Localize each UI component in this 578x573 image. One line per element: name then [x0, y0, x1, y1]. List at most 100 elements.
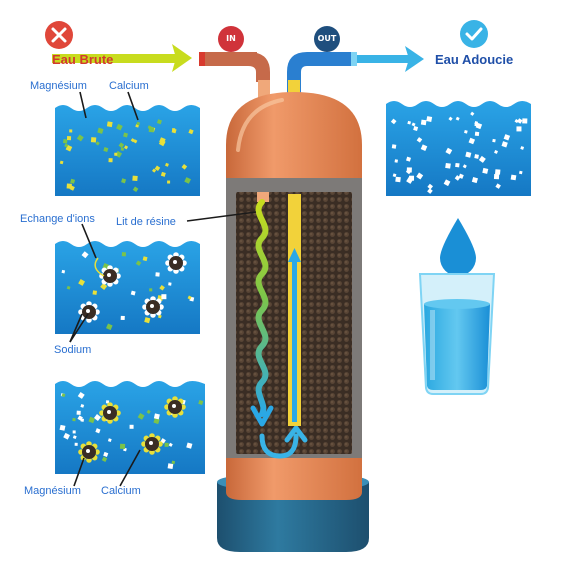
calcium-particle [142, 256, 148, 262]
sodium-particle [474, 131, 480, 137]
magnesium-particle [116, 123, 123, 131]
sodium-particle [77, 391, 85, 399]
sodium-particle [168, 442, 173, 447]
sodium-particle [517, 118, 523, 124]
sodium-particle [494, 150, 498, 154]
sodium-particle [80, 403, 85, 408]
magnesium-particle [72, 417, 76, 422]
sodium-particle [406, 156, 412, 162]
sodium-particle [129, 424, 134, 429]
sodium-particle [493, 173, 500, 180]
sodium-particle [474, 154, 479, 159]
magnesium-particle [101, 456, 108, 463]
sodium-particle [186, 442, 193, 449]
magnesium-particle [64, 143, 69, 148]
calcium-particle [151, 168, 157, 173]
sodium-particle [495, 169, 501, 175]
magnesium-particle [135, 260, 142, 266]
ion-exchange-link [94, 257, 105, 277]
sodium-particle [416, 137, 423, 143]
sodium-particle [395, 176, 401, 183]
sodium-particle [74, 442, 78, 446]
sodium-particle [522, 118, 528, 124]
magnesium-particle [121, 178, 127, 184]
sodium-particle [445, 162, 451, 169]
sodium-particle [520, 146, 525, 150]
sodium-particle [454, 175, 461, 181]
calcium-particle [69, 129, 73, 133]
sodium-particle [72, 430, 76, 434]
sodium-particle [468, 137, 476, 145]
magnesium-particle [171, 460, 176, 465]
sodium-particle [61, 269, 66, 274]
calcium-particle [90, 137, 97, 143]
sodium-particle [167, 463, 174, 470]
magnesium-particle [70, 178, 76, 184]
calcium-particle [108, 158, 113, 163]
magnesium-particle [153, 417, 160, 425]
calcium-particle [130, 138, 135, 143]
magnesium-particle [149, 288, 153, 292]
sodium-particle [470, 111, 475, 116]
inlet-badge [218, 26, 244, 52]
sodium-particle [426, 116, 433, 122]
check-icon [465, 27, 483, 41]
magnesium-particle [184, 177, 191, 184]
sodium-particle [420, 119, 427, 126]
sodium-particle [474, 122, 478, 127]
resin-beads [78, 252, 187, 463]
sodium-particle [80, 418, 85, 422]
sodium-particle [510, 174, 517, 181]
sodium-particle [107, 438, 112, 443]
magnesium-particle [123, 132, 129, 138]
raw-water-status-badge [45, 21, 73, 49]
outlet-label: OUT [317, 34, 337, 43]
sodium-particle [63, 432, 70, 440]
inlet-label: IN [226, 34, 236, 43]
magnesium-particle [156, 119, 162, 125]
sodium-particle [59, 424, 66, 431]
magnesium-particle [97, 127, 104, 134]
calcium-particle [59, 160, 64, 165]
sodium-particle [516, 126, 522, 132]
magnesium-particle [136, 121, 141, 126]
magnesium-particle [137, 412, 145, 420]
sodium-particle [409, 175, 415, 181]
resin-bead-calcium [164, 396, 186, 418]
calcium-particle [69, 185, 75, 191]
flow-down-arrow [250, 405, 274, 427]
sodium-particle [471, 176, 478, 184]
sodium-particle [391, 144, 397, 149]
resin-bead [165, 252, 187, 274]
calcium-particle [132, 175, 138, 182]
riser-tube [288, 194, 301, 426]
sodium-particle [72, 435, 77, 440]
sodium-particle [465, 151, 472, 158]
sodium-particle [427, 188, 433, 194]
sodium-particle [501, 141, 508, 148]
sodium-particle [455, 116, 460, 121]
magnesium-particle [115, 150, 123, 158]
glass-of-water [418, 218, 496, 395]
water-drop-icon [440, 218, 476, 276]
sodium-particle [392, 173, 397, 178]
calcium-particle [171, 128, 177, 134]
magnesium-particle [66, 285, 71, 290]
sodium-particle [103, 451, 109, 458]
sodium-particle [503, 134, 511, 141]
sodium-particle [416, 172, 424, 180]
resin-bead-calcium [141, 433, 163, 455]
calcium-particle [159, 137, 166, 144]
ion-exchange-label: Echange d'ions [20, 213, 95, 225]
calcium-label-bottom: Calcium [101, 485, 141, 497]
resin-bead [142, 296, 164, 318]
resin-bed-label: Lit de résine [116, 216, 176, 228]
cross-icon [51, 27, 67, 43]
sodium-particle [93, 414, 101, 422]
magnesium-particle [164, 442, 169, 447]
sodium-particle [455, 162, 460, 168]
sodium-particle [482, 167, 489, 174]
soft-water-panel [386, 101, 531, 196]
resin-bead-magnesium [78, 441, 100, 463]
